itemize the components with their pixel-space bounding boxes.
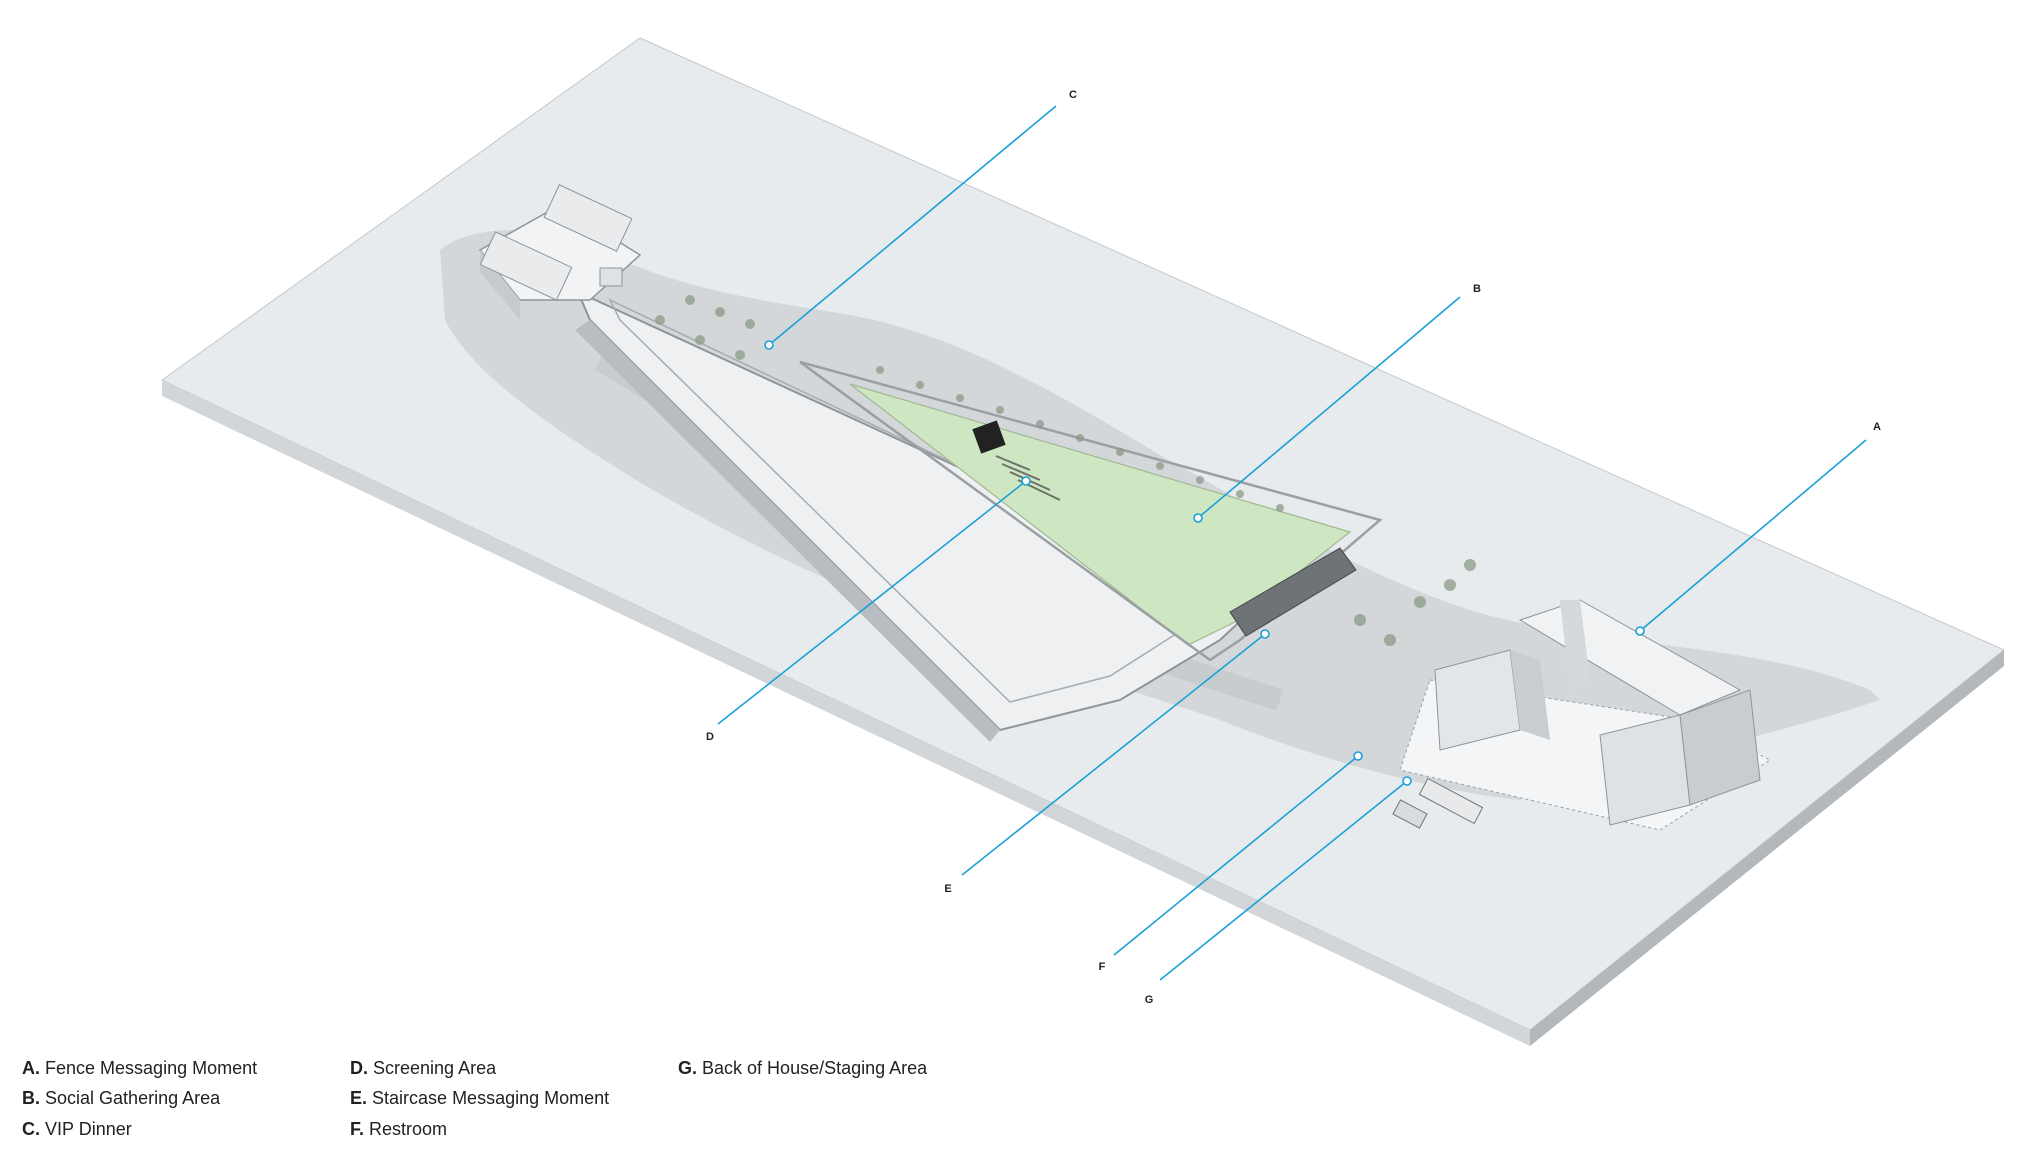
legend-label: Staircase Messaging Moment [372, 1088, 610, 1108]
callout-label-d: D [706, 731, 714, 743]
se-buildings [1392, 599, 1772, 831]
legend-item-b: B. Social Gathering Area [22, 1088, 220, 1109]
callout-label-g: G [1145, 994, 1154, 1006]
trees [655, 295, 1476, 646]
legend-letter: B. [22, 1088, 40, 1108]
callouts [717, 105, 1867, 981]
callout-label-f: F [1099, 961, 1106, 973]
legend-label: Social Gathering Area [45, 1088, 221, 1108]
legend-letter: C. [22, 1119, 40, 1139]
callout-label-b: B [1473, 283, 1481, 295]
callout-e [961, 629, 1270, 876]
callout-d [717, 476, 1031, 725]
pier-structure [575, 290, 1383, 742]
callout-a [1635, 439, 1867, 636]
legend-label: Restroom [369, 1119, 448, 1139]
legend-item-f: F. Restroom [350, 1119, 447, 1140]
legend-letter: F. [350, 1119, 365, 1139]
legend-item-e: E. Staircase Messaging Moment [350, 1088, 609, 1109]
callout-c [764, 105, 1057, 350]
legend-item-a: A. Fence Messaging Moment [22, 1058, 257, 1079]
legend-label: Screening Area [373, 1058, 497, 1078]
lawn-area [849, 383, 1352, 646]
callout-b [1193, 296, 1461, 523]
legend: A. Fence Messaging Moment B. Social Gath… [22, 1058, 1022, 1150]
callout-label-a: A [1873, 421, 1881, 433]
legend-letter: A. [22, 1058, 40, 1078]
nw-buildings [478, 184, 642, 320]
legend-item-g: G. Back of House/Staging Area [678, 1058, 927, 1079]
callout-g [1159, 776, 1412, 981]
staircase [1229, 547, 1357, 637]
legend-label: VIP Dinner [45, 1119, 132, 1139]
callout-label-e: E [944, 883, 951, 895]
screen [972, 420, 1006, 454]
legend-item-c: C. VIP Dinner [22, 1119, 132, 1140]
legend-letter: G. [678, 1058, 698, 1078]
legend-letter: E. [350, 1088, 368, 1108]
legend-label: Fence Messaging Moment [45, 1058, 258, 1078]
callout-label-c: C [1069, 89, 1077, 101]
legend-letter: D. [350, 1058, 368, 1078]
legend-item-d: D. Screening Area [350, 1058, 496, 1079]
legend-label: Back of House/Staging Area [702, 1058, 928, 1078]
callout-f [1113, 751, 1363, 956]
